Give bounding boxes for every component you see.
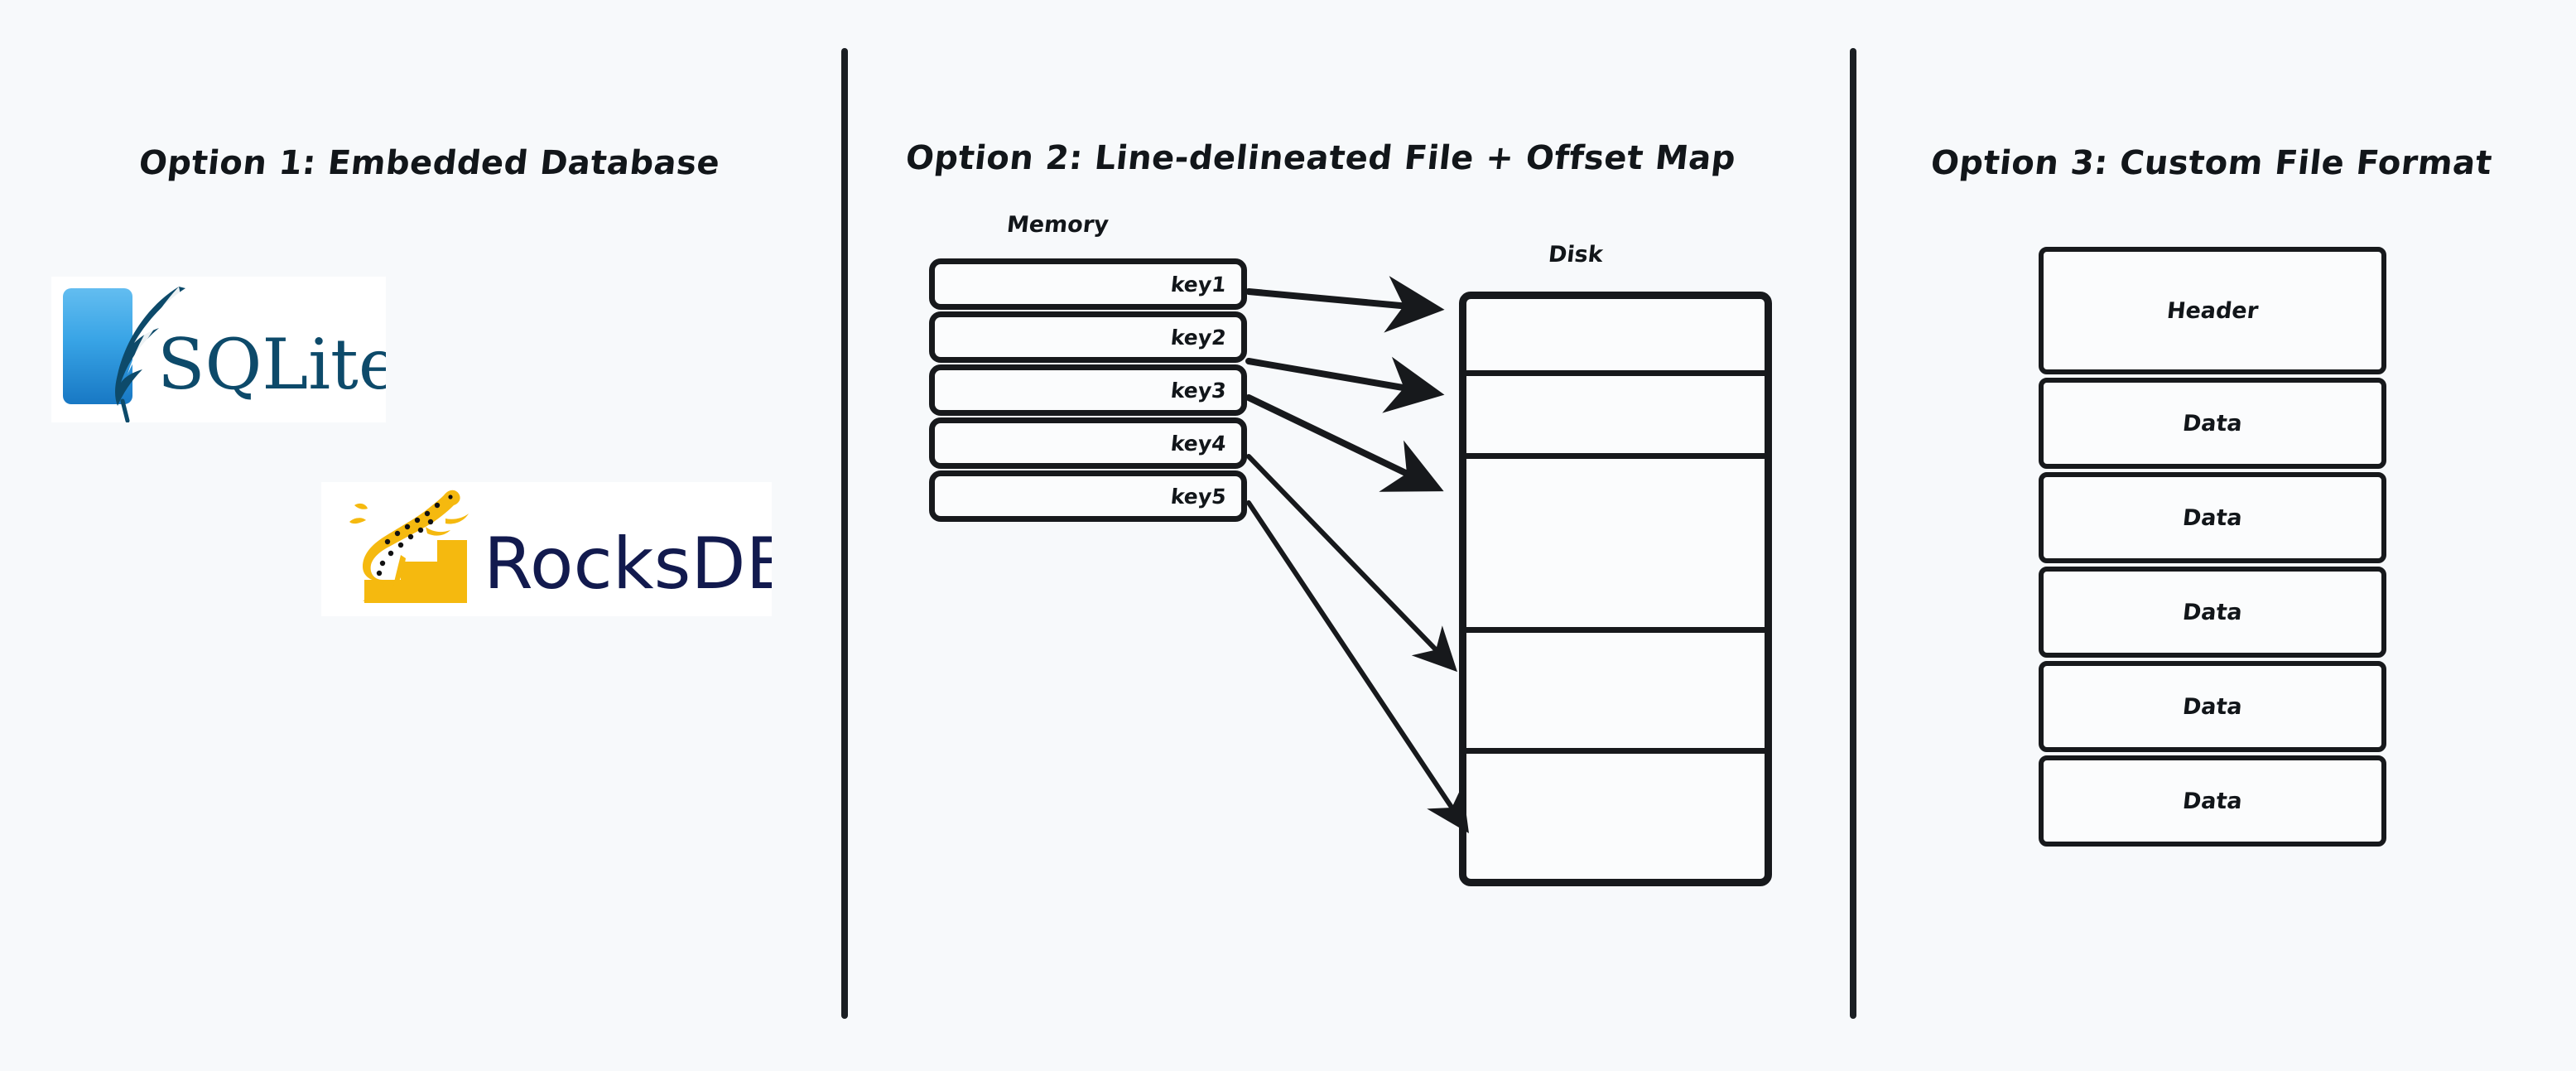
file-block-data[interactable]: Data <box>2039 378 2386 469</box>
option-2-title: Option 2: Line-delineated File + Offset … <box>903 139 1738 177</box>
disk-segment-divider <box>1466 627 1765 633</box>
file-block-label: Data <box>2181 504 2244 531</box>
memory-key-label: key1 <box>1169 272 1228 297</box>
memory-row[interactable]: key1 <box>929 258 1247 310</box>
sqlite-logo: SQLite <box>51 277 386 422</box>
memory-key-label: key3 <box>1169 378 1228 403</box>
column-divider-1 <box>841 48 848 1019</box>
file-block-label: Data <box>2181 410 2244 437</box>
arrow-key1 <box>1245 276 1445 333</box>
arrow-key4 <box>1246 454 1458 673</box>
arrow-key2 <box>1245 356 1445 413</box>
file-block-data[interactable]: Data <box>2039 472 2386 563</box>
disk-segment-divider <box>1466 748 1765 754</box>
svg-text:RocksDB: RocksDB <box>484 523 772 605</box>
file-block-data[interactable]: Data <box>2039 567 2386 658</box>
memory-key-label: key4 <box>1169 431 1228 456</box>
memory-row[interactable]: key3 <box>929 364 1247 416</box>
memory-label: Memory <box>1005 212 1110 238</box>
memory-key-label: key2 <box>1169 325 1228 350</box>
disk-block <box>1459 292 1772 886</box>
file-block-label: Data <box>2181 693 2244 720</box>
disk-label: Disk <box>1547 242 1605 268</box>
file-block-label: Data <box>2181 599 2244 625</box>
disk-segment-divider <box>1466 370 1765 376</box>
svg-text:SQLite: SQLite <box>157 324 386 405</box>
arrow-key5 <box>1246 500 1469 833</box>
file-block-label: Header <box>2165 297 2260 324</box>
memory-key-label: key5 <box>1169 484 1228 509</box>
file-block-data[interactable]: Data <box>2039 755 2386 847</box>
memory-row[interactable]: key2 <box>929 311 1247 363</box>
rocksdb-logo: RocksDB <box>321 482 772 616</box>
disk-segment-divider <box>1466 453 1765 459</box>
option-3-title: Option 3: Custom File Format <box>1928 144 2494 182</box>
arrow-key3 <box>1245 394 1444 492</box>
file-block-label: Data <box>2181 788 2244 814</box>
file-block-header[interactable]: Header <box>2039 247 2386 374</box>
option-1-title: Option 1: Embedded Database <box>137 144 722 182</box>
memory-row[interactable]: key5 <box>929 470 1247 522</box>
file-block-data[interactable]: Data <box>2039 661 2386 752</box>
column-divider-2 <box>1850 48 1856 1019</box>
memory-row[interactable]: key4 <box>929 417 1247 469</box>
